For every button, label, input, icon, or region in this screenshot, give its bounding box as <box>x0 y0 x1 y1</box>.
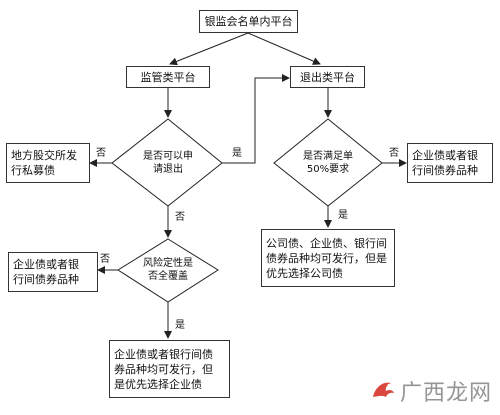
label-no-down: 否 <box>175 212 185 223</box>
connector-question-exit-yes <box>222 74 290 164</box>
bottom-result-box: 企业债或者银行间债 券品种均可发行，但 是优先选择企业债 <box>109 340 230 398</box>
exit-platform-box: 退出类平台 <box>290 66 365 88</box>
label-yes-exit: 是 <box>232 148 242 159</box>
exit-question-diamond <box>111 118 223 207</box>
local-exchange-box: 地方股交所发 行私募债 <box>6 143 90 183</box>
label-no-right: 否 <box>389 148 399 159</box>
label-yes-result: 是 <box>175 320 185 331</box>
left-bonds-box: 企业债或者银 行间债券品种 <box>8 252 98 292</box>
connector-top-exit <box>247 32 321 65</box>
risk-question-text: 风险定性是 否全覆盖 <box>143 258 193 282</box>
ratio-question-text: 是否满足单 50%要求 <box>303 151 353 175</box>
label-no-bonds: 否 <box>100 254 110 265</box>
label-no-local: 否 <box>96 148 106 159</box>
top-platform-box: 银监会名单内平台 <box>199 10 298 33</box>
right-bonds-box: 企业债或者银 行间债券品种 <box>407 143 493 183</box>
ratio-question-diamond <box>273 118 383 207</box>
watermark: 广西龙网 <box>369 375 492 407</box>
watermark-text: 广西龙网 <box>399 381 492 406</box>
dragon-logo-icon <box>372 382 394 397</box>
connector-top-regulated <box>169 32 249 66</box>
risk-question-diamond <box>117 238 219 303</box>
regulated-platform-box: 监管类平台 <box>126 66 210 88</box>
exit-question-text: 是否可以申 请退出 <box>143 151 193 175</box>
label-yes-right: 是 <box>338 210 348 221</box>
right-result-box: 公司债、企业债、银行间 债券品种均可发行，但是 优先选择公司债 <box>261 229 395 287</box>
